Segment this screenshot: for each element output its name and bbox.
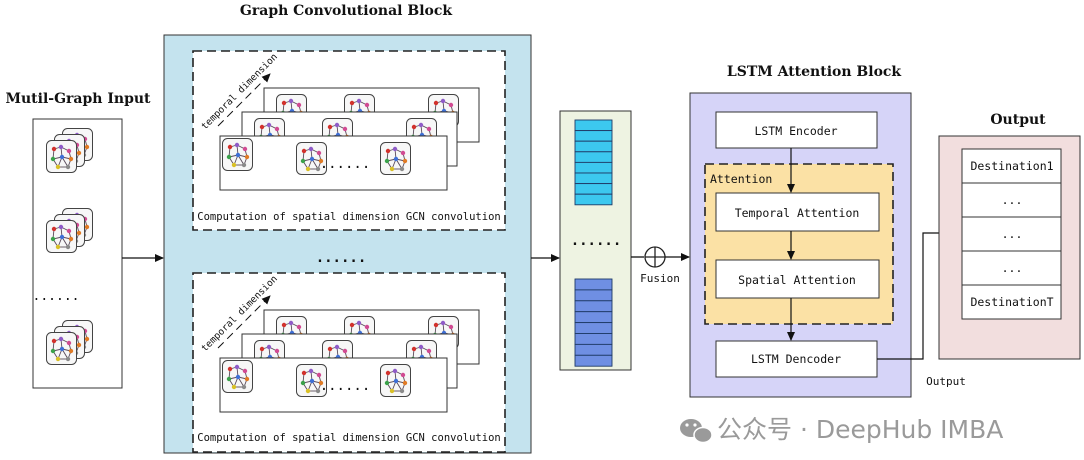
spatial-attention-label: Spatial Attention (738, 273, 856, 287)
watermark-text: 公众号 · DeepHub IMBA (717, 415, 1003, 444)
computation-label-1: Computation of spatial dimension GCN con… (197, 211, 500, 223)
feature-cells-bottom (574, 278, 613, 367)
feature-bottom-cell (574, 278, 613, 291)
feature-top-cell (574, 119, 613, 132)
feature-column-ellipsis: ...... (571, 233, 622, 249)
watermark: 公众号 · DeepHub IMBA (680, 415, 1003, 444)
output-title: Output (990, 112, 1046, 128)
output-item-label: ... (1002, 227, 1023, 241)
feature-cells-top (574, 119, 613, 206)
output-cell (961, 148, 1062, 184)
input-ellipsis: ...... (33, 289, 80, 304)
output-cell (961, 284, 1062, 320)
computation-label-2: Computation of spatial dimension GCN con… (197, 432, 500, 444)
temporal-attention-label: Temporal Attention (735, 206, 860, 220)
attention-block (704, 163, 894, 325)
feature-top-cell (574, 151, 613, 163)
feature-top-cell (574, 130, 613, 142)
feature-top-cell (574, 161, 613, 174)
wechat-icon (680, 419, 713, 444)
spatial-attention-box (715, 259, 880, 299)
fusion-label: Fusion (640, 272, 680, 285)
feature-top-cell (574, 193, 613, 206)
fusion-icon (644, 246, 666, 268)
feature-bottom-cell (574, 289, 613, 302)
output-item-label: ... (1002, 261, 1023, 275)
output-cells: Destination1......... DestinationT (961, 148, 1062, 320)
feature-top-cell (574, 183, 613, 195)
output-item-label: ... (1002, 193, 1023, 207)
frame-ellipsis-1: ...... (320, 156, 371, 172)
feature-bottom-cell (574, 322, 613, 334)
input-title: Mutil-Graph Input (6, 91, 152, 107)
attention-label: Attention (710, 172, 772, 186)
output-cell (961, 182, 1062, 218)
lstm-encoder-box (715, 111, 878, 149)
lstm-title: LSTM Attention Block (727, 64, 902, 80)
feature-bottom-cell (574, 300, 613, 313)
frame-ellipsis-2: ...... (320, 378, 371, 394)
feature-bottom-cell (574, 333, 613, 345)
output-cell (961, 250, 1062, 286)
feature-bottom-cell (574, 354, 613, 367)
gcn-title: Graph Convolutional Block (240, 3, 452, 19)
lstm-encoder-label: LSTM Encoder (754, 124, 837, 138)
output-item-label: DestinationT (970, 295, 1053, 309)
output-item-label: Destination1 (970, 159, 1053, 173)
feature-top-cell (574, 172, 613, 185)
output-arrow-label: Output (926, 375, 966, 388)
feature-top-cell (574, 140, 613, 153)
temporal-attention-box (715, 192, 880, 232)
feature-bottom-cell (574, 343, 613, 356)
feature-bottom-cell (574, 311, 613, 324)
lstm-decoder-label: LSTM Dencoder (751, 352, 841, 366)
gcn-between-ellipsis: ...... (316, 250, 367, 266)
output-cell (961, 216, 1062, 252)
